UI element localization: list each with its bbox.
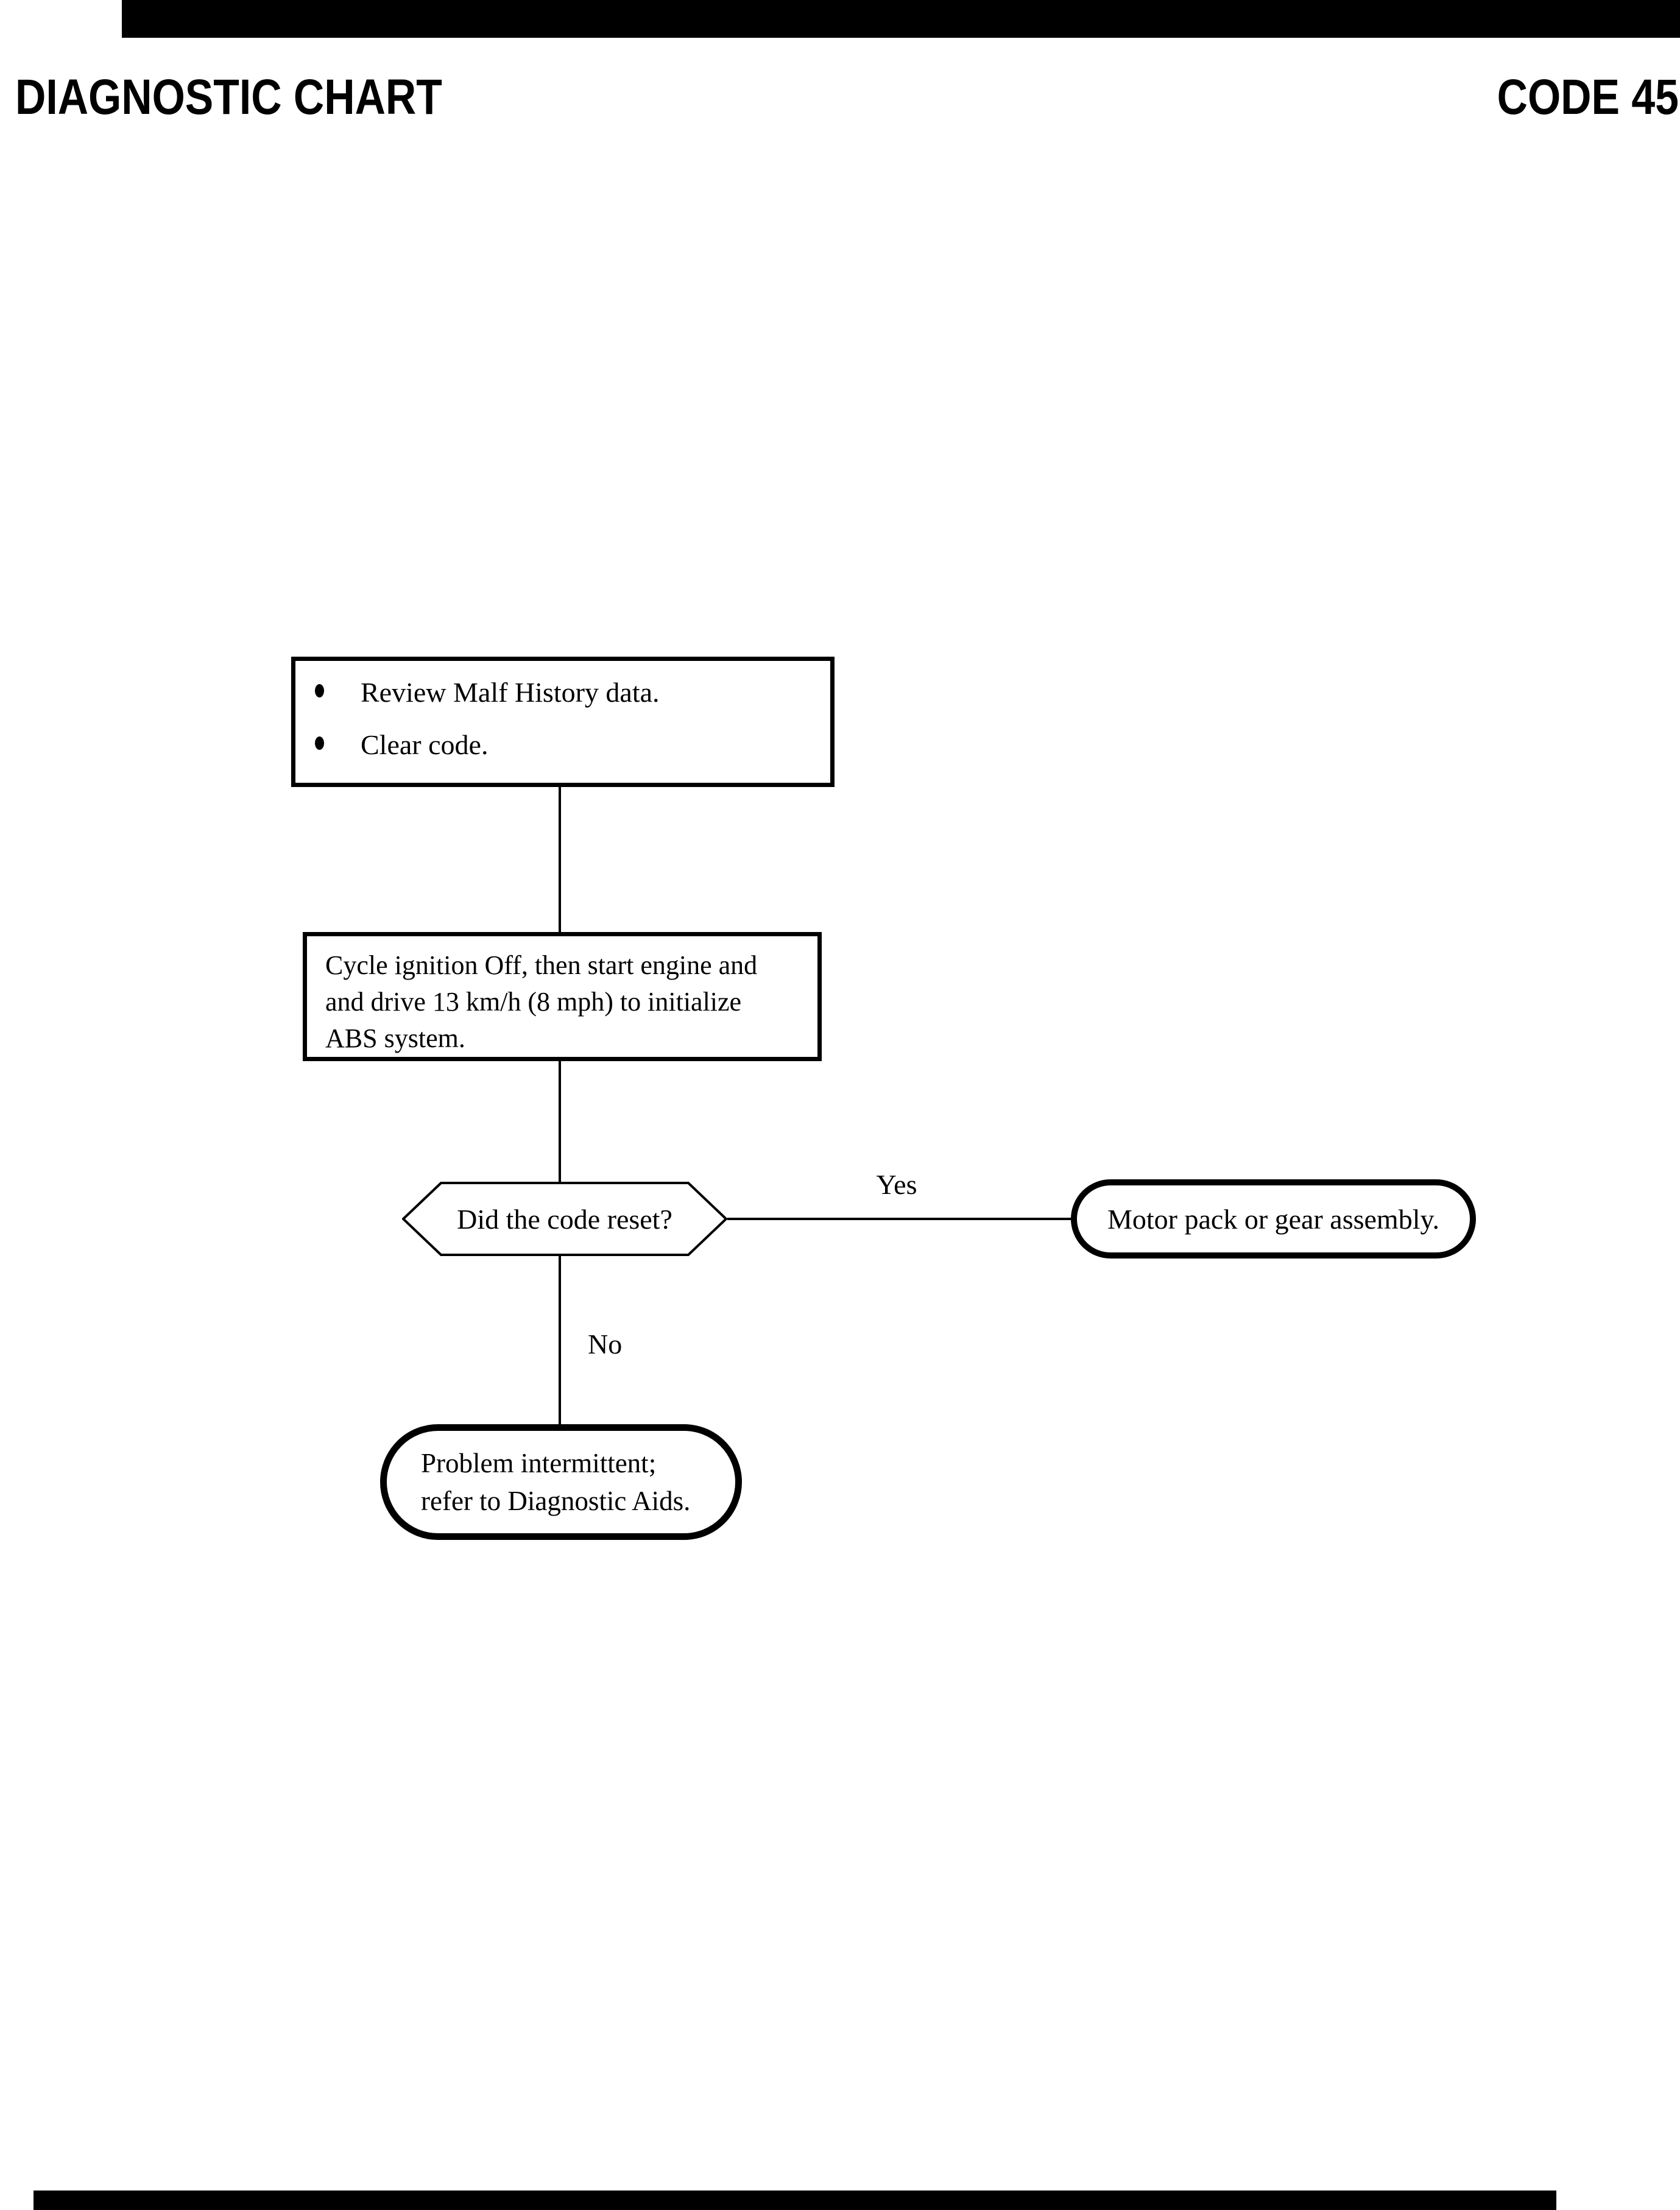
decision-question: Did the code reset? bbox=[457, 1203, 672, 1235]
scan-edge-bar-bottom bbox=[34, 2191, 1556, 2210]
scan-edge-bar-top bbox=[122, 0, 1680, 38]
review-malf-history-box: Review Malf History data. Clear code. bbox=[291, 657, 835, 787]
connector-decision-no bbox=[559, 1256, 561, 1424]
bullet-item: Clear code. bbox=[312, 728, 818, 762]
motor-pack-terminal-text: Motor pack or gear assembly. bbox=[1107, 1203, 1439, 1235]
bullet-item: Review Malf History data. bbox=[312, 676, 818, 710]
bullet-icon bbox=[315, 684, 324, 697]
page-title: DIAGNOSTIC CHART bbox=[15, 69, 442, 125]
bullet-item-text: Review Malf History data. bbox=[361, 677, 660, 708]
cycle-ignition-line: and drive 13 km/h (8 mph) to initialize bbox=[325, 987, 742, 1017]
decision-hexagon: Did the code reset? bbox=[402, 1182, 727, 1256]
bullet-item-text: Clear code. bbox=[361, 729, 489, 760]
connector-step1-step2 bbox=[559, 786, 561, 932]
cycle-ignition-line: Cycle ignition Off, then start engine an… bbox=[325, 950, 758, 980]
yes-label: Yes bbox=[876, 1169, 917, 1200]
page-code-number: CODE 45 bbox=[1497, 69, 1679, 125]
problem-intermittent-line: Problem intermittent; bbox=[421, 1448, 657, 1478]
hexagon-shape bbox=[402, 1182, 727, 1256]
bullet-icon bbox=[315, 736, 324, 750]
no-label: No bbox=[588, 1329, 623, 1360]
cycle-ignition-line: ABS system. bbox=[325, 1023, 465, 1053]
problem-intermittent-terminal: Problem intermittent; refer to Diagnosti… bbox=[380, 1424, 742, 1540]
connector-decision-yes bbox=[727, 1218, 1071, 1220]
cycle-ignition-box: Cycle ignition Off, then start engine an… bbox=[303, 932, 822, 1061]
connector-step2-decision bbox=[559, 1061, 561, 1182]
problem-intermittent-line: refer to Diagnostic Aids. bbox=[421, 1486, 691, 1516]
motor-pack-terminal: Motor pack or gear assembly. bbox=[1071, 1179, 1476, 1259]
